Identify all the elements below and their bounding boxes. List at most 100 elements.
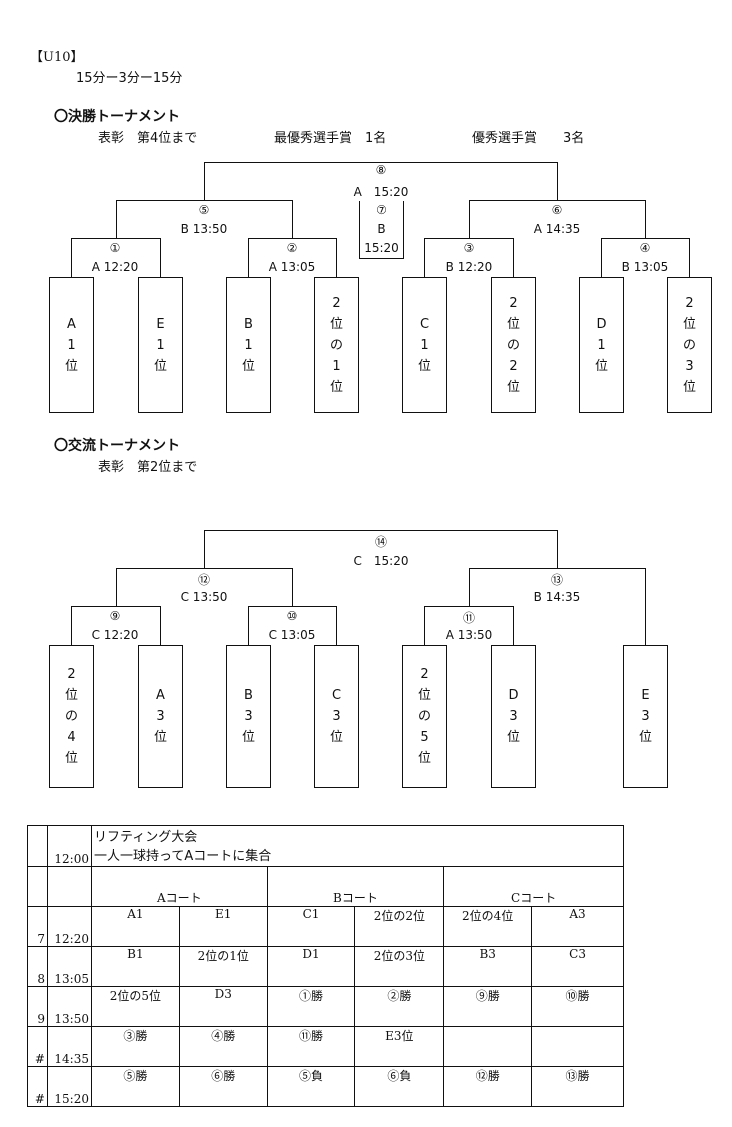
team-label-char: 位	[594, 358, 608, 374]
team-label-char: 位	[506, 379, 520, 395]
team-label-char: 1	[420, 337, 429, 353]
match-cell: C3	[531, 946, 624, 987]
team-label-char: D	[596, 316, 607, 332]
team-label-char: B	[244, 688, 253, 703]
exchange-award: 表彰 第2位まで	[98, 460, 198, 475]
match-cell: ①勝	[266, 986, 356, 1027]
match-6-info: A 14:35	[533, 222, 581, 236]
match-cell	[443, 1026, 533, 1067]
intro-line-2: 一人一球持ってAコートに集合	[93, 849, 272, 864]
match-cell: ⑤負	[266, 1066, 356, 1107]
match-cell: 2位の5位	[90, 986, 180, 1027]
team-label-char: 1	[597, 337, 606, 353]
team-label-char: 位	[241, 730, 255, 745]
team-label-char: 位	[153, 730, 167, 745]
team-label-char: E	[641, 688, 650, 703]
match-cell: ③勝	[90, 1026, 180, 1067]
team-label-char: 3	[509, 709, 518, 724]
match-cell: A3	[531, 906, 624, 947]
exchange-tournament-title: 〇交流トーナメント	[54, 438, 180, 454]
team-label-char: D	[508, 688, 519, 703]
match-3-info: B 12:20	[445, 260, 493, 274]
court-c-header: Cコート	[443, 866, 624, 907]
team-label-char: の	[682, 337, 696, 353]
table-row: 8 13:05 B1 2位の1位 D1 2位の3位 B3 C3	[27, 946, 624, 987]
match-8-info: A 15:20	[353, 185, 409, 199]
team-label-char: 位	[417, 688, 431, 703]
match-format: 15分ー3分ー15分	[76, 71, 183, 86]
row-number: #	[27, 1066, 48, 1107]
team-label-char: 位	[329, 316, 343, 332]
category-label: 【U10】	[30, 50, 84, 65]
match-cell: ④勝	[178, 1026, 268, 1067]
team-label-char: 位	[329, 379, 343, 395]
team-label-char: 2	[332, 295, 341, 311]
match-cell: ②勝	[354, 986, 445, 1027]
intro-time: 12:00	[46, 825, 92, 867]
match-5-number: ⑤	[198, 203, 210, 217]
table-row: 12:00 リフティング大会 一人一球持ってAコートに集合	[27, 825, 625, 867]
match-cell: ⑫勝	[443, 1066, 533, 1107]
match-2-number: ②	[286, 241, 298, 255]
team-label-char: 5	[420, 730, 429, 745]
team-label-char: 1	[332, 358, 341, 374]
match-cell: ⑩勝	[531, 986, 624, 1027]
match-7-time: 15:20	[364, 241, 399, 255]
team-label-char: 2	[420, 667, 429, 682]
row-number: 7	[27, 906, 48, 947]
match-cell: E1	[178, 906, 268, 947]
main-award-2: 最優秀選手賞 1名	[274, 131, 387, 146]
team-label-char: 3	[685, 358, 694, 374]
match-6-number: ⑥	[551, 203, 563, 217]
row-time: 12:20	[46, 906, 92, 947]
row-time: 15:20	[46, 1066, 92, 1107]
row-number: 9	[27, 986, 48, 1027]
match-cell: ⑤勝	[90, 1066, 180, 1107]
team-label-char: 位	[64, 688, 78, 703]
match-11-info: A 13:50	[445, 628, 493, 642]
main-tournament-title: 〇決勝トーナメント	[54, 109, 180, 125]
match-cell: 2位の2位	[354, 906, 445, 947]
match-cell: E3位	[354, 1026, 445, 1067]
team-label-char: 3	[332, 709, 341, 724]
match-cell: C1	[266, 906, 356, 947]
match-12-info: C 13:50	[180, 590, 228, 604]
match-cell: ⑬勝	[531, 1066, 624, 1107]
match-12-number: ⑫	[197, 573, 210, 587]
match-3-number: ③	[463, 241, 475, 255]
match-cell: ⑥負	[354, 1066, 445, 1107]
match-13-number: ⑬	[550, 573, 563, 587]
match-1-number: ①	[109, 241, 121, 255]
team-label-char: 位	[64, 358, 78, 374]
team-label-char: 位	[638, 730, 652, 745]
table-row: 7 12:20 A1 E1 C1 2位の2位 2位の4位 A3	[27, 906, 624, 947]
match-cell: A1	[90, 906, 180, 947]
team-label-char: 1	[244, 337, 253, 353]
team-label-char: A	[156, 688, 165, 703]
main-award-3: 優秀選手賞 3名	[472, 131, 585, 146]
match-cell: ⑥勝	[178, 1066, 268, 1107]
team-label-char: 位	[241, 358, 255, 374]
row-time: 13:05	[46, 946, 92, 987]
team-label-char: 2	[685, 295, 694, 311]
match-1-info: A 12:20	[91, 260, 139, 274]
row-time: 13:50	[46, 986, 92, 1027]
team-label-char: E	[156, 316, 165, 332]
match-cell: B1	[90, 946, 180, 987]
match-cell: ⑪勝	[266, 1026, 356, 1067]
match-cell: D3	[178, 986, 268, 1027]
match-14-info: C 15:20	[353, 554, 409, 568]
table-row: # 15:20 ⑤勝 ⑥勝 ⑤負 ⑥負 ⑫勝 ⑬勝	[27, 1066, 624, 1107]
match-cell: 2位の3位	[354, 946, 445, 987]
table-row: # 14:35 ③勝 ④勝 ⑪勝 E3位	[27, 1026, 624, 1067]
team-label-char: C	[419, 316, 430, 332]
team-label-char: 位	[64, 751, 78, 766]
